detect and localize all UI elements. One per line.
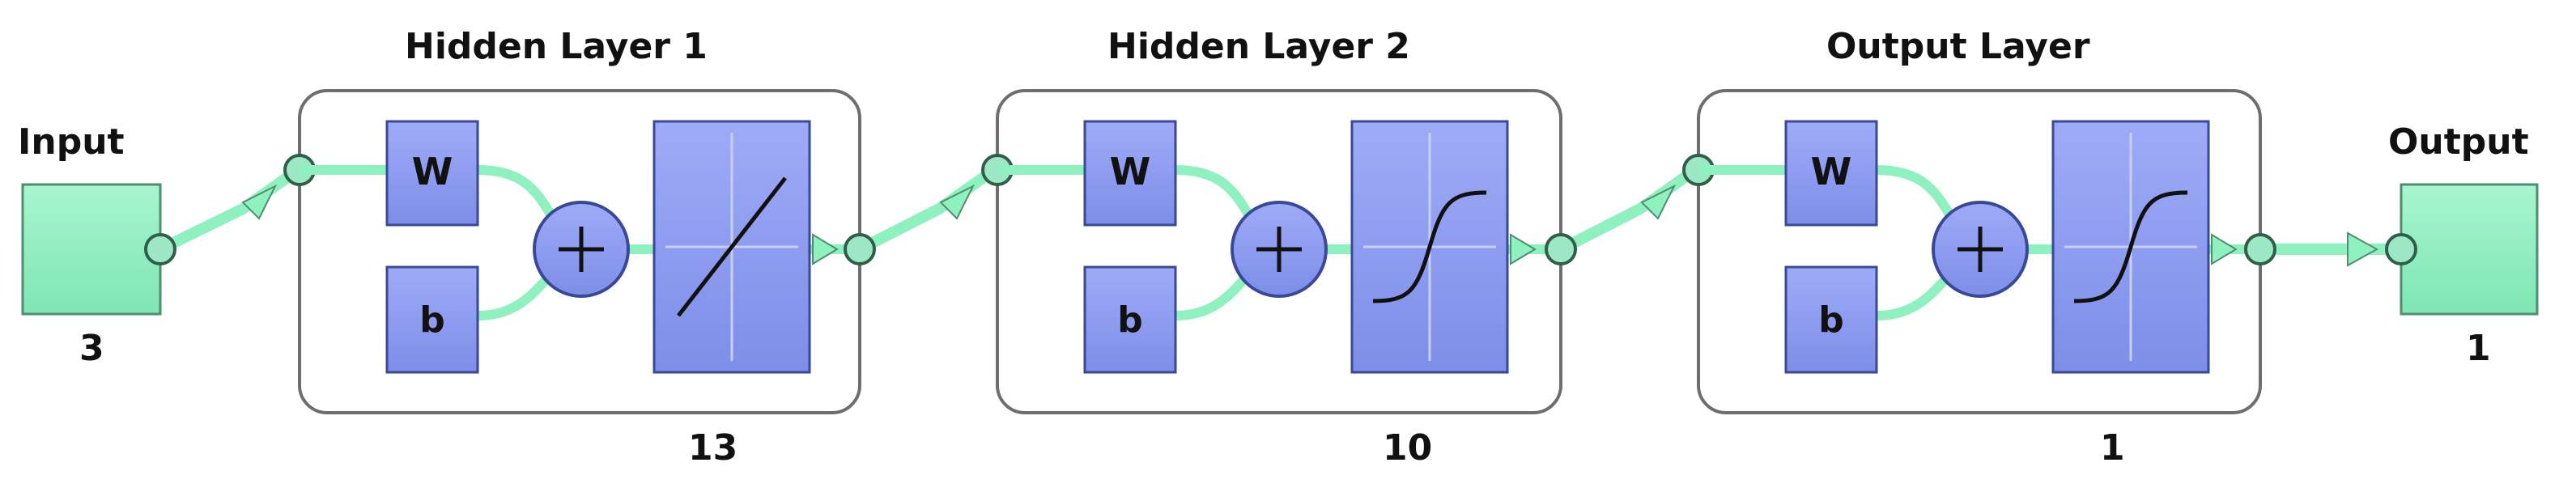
layer-1: Hidden Layer 1 13 W b [283,26,876,469]
connector-layer1-to-layer2 [857,165,998,255]
sigmoid-transfer-icon [2073,190,2188,303]
layer-2-size: 10 [1383,427,1432,469]
arrow-head [939,184,976,220]
layer-2-bias-label: b [1117,299,1143,341]
input-port-node [144,233,176,265]
layer-2: Hidden Layer 2 10 W b [981,26,1577,469]
connector-layer2-to-layer3 [1558,165,1699,255]
input-box [21,183,162,316]
layer-3-size: 1 [2100,427,2125,469]
output-size: 1 [2466,328,2491,369]
layer-1-weight-label: W [412,150,453,193]
layer-2-out-node [1545,233,1577,265]
layer-1-bias-block [385,265,479,374]
arrow-head [1640,184,1677,220]
layer-2-bias-block [1083,265,1177,374]
layer-1-out-node [844,233,876,265]
layer-2-title: Hidden Layer 2 [1107,26,1410,67]
plus-icon [1256,227,1302,272]
connectors [157,165,2396,267]
output-block: Output 1 [2385,121,2539,369]
layer-1-bias-label: b [419,299,445,341]
plus-icon [559,227,604,272]
input-label: Input [18,121,125,163]
layer-3-weight-label: W [1811,150,1852,193]
layer-1-weight-block [385,120,479,227]
input-size: 3 [79,328,104,369]
layer-3: Output Layer 1 W b [1682,26,2276,469]
layer-3-bias-block [1784,265,1878,374]
sigmoid-transfer-icon [1372,190,1487,303]
layer-1-title: Hidden Layer 1 [405,26,708,67]
layer-3-title: Output Layer [1826,26,2090,67]
connector-input-to-layer1 [157,165,302,255]
arrow-head [241,184,278,220]
layer-3-bias-label: b [1818,299,1844,341]
layer-2-weight-block [1083,120,1177,227]
plus-icon [1958,227,2003,272]
output-label: Output [2388,121,2529,163]
layer-3-weight-block [1784,120,1878,227]
layer-3-out-node [2244,233,2276,265]
output-box [2400,183,2539,316]
layer-2-weight-label: W [1110,150,1151,193]
input-block: Input 3 [18,121,176,369]
layer-1-size: 13 [688,427,738,469]
linear-transfer-icon [677,176,787,317]
arrow-head [2347,231,2379,267]
output-port-node [2385,233,2417,265]
